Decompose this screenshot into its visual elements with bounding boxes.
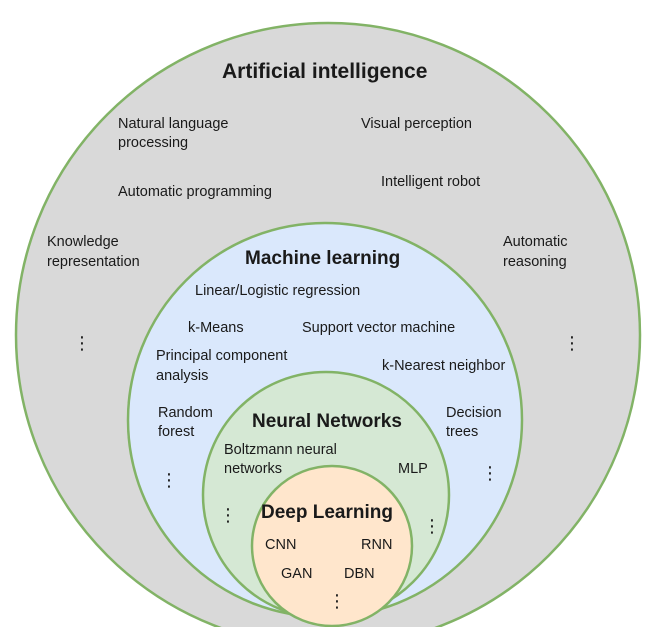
ml-title: Machine learning xyxy=(245,248,401,269)
dl-dbn: DBN xyxy=(344,566,375,582)
dl-cnn: CNN xyxy=(265,537,297,553)
dl-rnn: RNN xyxy=(361,537,393,553)
ai-reasoning-line2: reasoning xyxy=(503,254,567,270)
dl-ellipsis: ⋮ xyxy=(328,591,346,612)
nn-title: Neural Networks xyxy=(252,411,402,432)
ml-decision-trees-line2: trees xyxy=(446,424,479,440)
ai-reasoning-line1: Automatic xyxy=(503,234,568,250)
nn-ellipsis-left: ⋮ xyxy=(219,505,237,526)
ai-intelligent-robot: Intelligent robot xyxy=(381,174,481,190)
ml-support-vector-machine: Support vector machine xyxy=(302,320,456,336)
nn-ellipsis-right: ⋮ xyxy=(423,516,441,537)
nn-boltzmann-line2: networks xyxy=(224,461,283,477)
ml-ellipsis-right: ⋮ xyxy=(481,463,499,484)
nn-mlp: MLP xyxy=(398,461,428,477)
ml-k-nearest-neighbor: k-Nearest neighbor xyxy=(382,358,506,374)
ai-knowledge-line1: Knowledge xyxy=(47,234,119,250)
ai-automatic-programming: Automatic programming xyxy=(118,184,272,200)
nn-boltzmann-line1: Boltzmann neural xyxy=(224,442,337,458)
ml-random-forest-line1: Random xyxy=(158,405,213,421)
ai-visual-perception: Visual perception xyxy=(361,116,472,132)
ml-pca-line2: analysis xyxy=(156,368,209,384)
ai-nlp-line2: processing xyxy=(118,135,189,151)
ml-ellipsis-left: ⋮ xyxy=(160,470,178,491)
ai-nlp-line1: Natural language xyxy=(118,116,229,132)
dl-gan: GAN xyxy=(281,566,313,582)
ml-pca-line1: Principal component xyxy=(156,348,288,364)
ai-knowledge-line2: representation xyxy=(47,254,140,270)
ml-k-means: k-Means xyxy=(188,320,244,336)
ml-linear-logistic-regression: Linear/Logistic regression xyxy=(195,283,361,299)
dl-circle xyxy=(250,464,414,627)
dl-title: Deep Learning xyxy=(261,502,393,523)
ml-decision-trees-line1: Decision xyxy=(446,405,502,421)
ai-title: Artificial intelligence xyxy=(222,60,428,83)
ml-random-forest-line2: forest xyxy=(158,424,195,440)
ai-ellipsis-right: ⋮ xyxy=(563,333,581,354)
ai-ellipsis-left: ⋮ xyxy=(73,333,91,354)
